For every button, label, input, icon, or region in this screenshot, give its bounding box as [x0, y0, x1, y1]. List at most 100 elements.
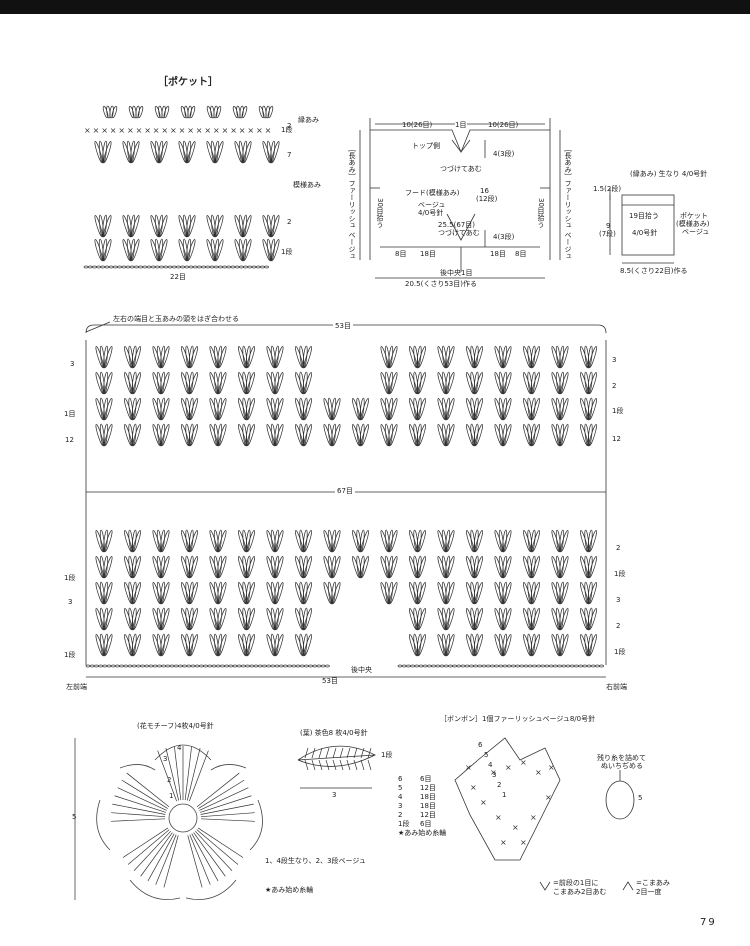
- chain-stitch: [595, 664, 600, 668]
- shell-stitch: [152, 529, 170, 553]
- leaf-stitch: [304, 759, 309, 771]
- shell-stitch: [238, 633, 255, 657]
- single-crochet-mark: ×: [127, 126, 134, 135]
- pocket-width: 22目: [170, 273, 186, 281]
- single-crochet-mark: ×: [465, 763, 472, 772]
- main-lr-1b: 1段: [614, 648, 626, 656]
- chain-stitch: [127, 664, 133, 668]
- shell-stitch: [238, 371, 255, 395]
- leaf-stitch: [346, 747, 351, 759]
- chain-stitch: [182, 664, 187, 668]
- shell-stitch: [494, 397, 512, 421]
- main-lr-3: 3: [616, 596, 621, 604]
- shell-stitch: [209, 555, 227, 579]
- hood-pick-left: 30目拾う: [376, 198, 384, 228]
- single-crochet-mark: ×: [187, 126, 194, 135]
- shell-stitch: [266, 555, 284, 579]
- shell-stitch: [437, 423, 455, 447]
- pompom-table-count: 18目: [420, 793, 436, 801]
- shell-stitch: [466, 423, 483, 447]
- leaf-stitch: [339, 747, 344, 759]
- shell-stitch: [551, 607, 569, 631]
- pompom-table-row: 4: [398, 793, 403, 801]
- pompom-start: ★あみ始め糸輪: [398, 829, 447, 837]
- main-ll-3: 3: [68, 598, 73, 606]
- hood-label: フード(模様あみ): [405, 189, 460, 197]
- single-crochet-mark: ×: [84, 126, 91, 135]
- single-crochet-mark: ×: [161, 126, 168, 135]
- chain-stitch: [190, 664, 196, 668]
- single-crochet-mark: ×: [548, 763, 555, 772]
- ps-pick: 19目拾う: [629, 212, 659, 220]
- shell-stitch: [523, 397, 540, 421]
- main-chart-frame: [85, 321, 607, 678]
- chain-stitch: [155, 265, 160, 269]
- chain-stitch: [435, 664, 441, 668]
- chain-stitch: [485, 664, 491, 668]
- petal-stitch: [127, 829, 170, 865]
- shell-stitch: [266, 529, 284, 553]
- edge-shell: [154, 105, 170, 119]
- shell-stitch: [181, 607, 198, 631]
- petal-stitch: [193, 832, 226, 877]
- single-crochet-mark: ×: [93, 126, 100, 135]
- hood-join-bottom: つづけてあむ: [438, 229, 480, 237]
- ps-needle: 4/0号針: [632, 229, 658, 237]
- hood-center-back: 後中央1目: [440, 269, 473, 277]
- leaf-stitch: [346, 759, 351, 771]
- shell-stitch: [323, 397, 341, 421]
- single-crochet-mark: ×: [230, 126, 237, 135]
- single-crochet-mark: ×: [535, 768, 542, 777]
- main-ul-1: 1目: [64, 410, 76, 418]
- petal-stitch: [140, 832, 173, 877]
- pocket-row-1b: 1段: [281, 248, 293, 256]
- leaf-stitch: [311, 747, 316, 759]
- chain-stitch: [236, 664, 242, 668]
- chain-stitch: [255, 265, 261, 269]
- chain-stitch: [260, 265, 265, 269]
- petal-stitch: [191, 833, 219, 882]
- main-mid-width: 67目: [335, 487, 355, 495]
- chain-stitch: [184, 265, 190, 269]
- chain-stitch: [134, 265, 139, 269]
- pompom-table-count: 6目: [420, 820, 432, 828]
- chain-stitch: [401, 664, 407, 668]
- chain-stitch: [115, 664, 120, 668]
- single-crochet-mark: ×: [136, 126, 143, 135]
- chain-stitch: [119, 664, 124, 668]
- petal-stitch: [189, 834, 211, 885]
- petal-stitch: [112, 803, 166, 815]
- single-crochet-mark: ×: [179, 126, 186, 135]
- main-lr-1a: 1段: [614, 570, 626, 578]
- main-bottom-width: 53目: [320, 677, 340, 685]
- chain-stitch: [199, 664, 204, 668]
- chain-stitch: [477, 664, 483, 668]
- hood-top-side: トップ側: [412, 142, 440, 150]
- ps-label-c: ベージュ: [682, 228, 710, 236]
- chain-stitch: [194, 664, 200, 668]
- shell-stitch: [152, 633, 170, 657]
- shell-stitch: [181, 555, 198, 579]
- single-crochet-mark: ×: [545, 793, 552, 802]
- pompom-table-row: 3: [398, 802, 403, 810]
- chain-stitch: [553, 664, 558, 668]
- shell-stitch: [551, 529, 569, 553]
- petal-stitch: [111, 818, 166, 822]
- petal-stitch: [189, 750, 209, 802]
- flower-r3: 3: [163, 755, 168, 763]
- shell-stitch: [95, 529, 113, 553]
- shell-stitch: [523, 633, 540, 657]
- leaf-title: (葉) 茶色8 枚4/0号針: [300, 729, 368, 737]
- shell-stitch: [437, 581, 455, 605]
- shell-stitch: [178, 214, 196, 238]
- petal-stitch: [200, 803, 254, 815]
- chain-stitch: [161, 664, 166, 668]
- chain-stitch: [422, 664, 428, 668]
- shell-stitch: [124, 529, 141, 553]
- shell-stitch: [466, 633, 483, 657]
- shell-stitch: [181, 529, 198, 553]
- leaf-stitch: [318, 759, 323, 771]
- chain-stitch: [590, 664, 596, 668]
- chain-stitch: [102, 664, 108, 668]
